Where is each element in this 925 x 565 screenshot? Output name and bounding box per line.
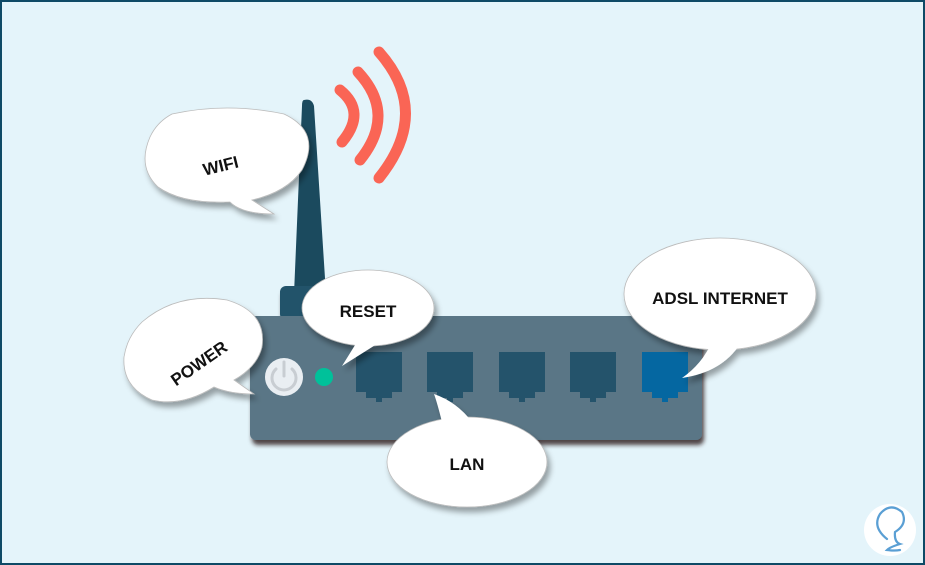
callout-wifi <box>144 107 310 215</box>
lan-port-1 <box>356 352 402 402</box>
wifi-wave-medium <box>352 66 384 166</box>
lan-port-3 <box>499 352 545 402</box>
callout-power <box>123 297 263 403</box>
callout-reset <box>301 269 435 366</box>
callout-lan <box>386 394 548 508</box>
lan-port-4 <box>570 352 616 402</box>
logo-icon <box>864 504 916 556</box>
adsl-port <box>642 352 688 402</box>
wifi-signal-icon <box>334 46 411 184</box>
callout-lan-label: LAN <box>450 455 485 474</box>
power-button <box>265 358 303 396</box>
power-icon <box>270 360 298 392</box>
callout-adsl-label: ADSL INTERNET <box>652 289 788 308</box>
callout-adsl <box>623 237 817 378</box>
reset-led <box>315 368 333 386</box>
wifi-wave-small <box>334 84 360 148</box>
wifi-wave-large <box>373 46 411 184</box>
ports <box>356 352 688 402</box>
callout-reset-label: RESET <box>340 302 397 321</box>
lan-port-2 <box>427 352 473 402</box>
